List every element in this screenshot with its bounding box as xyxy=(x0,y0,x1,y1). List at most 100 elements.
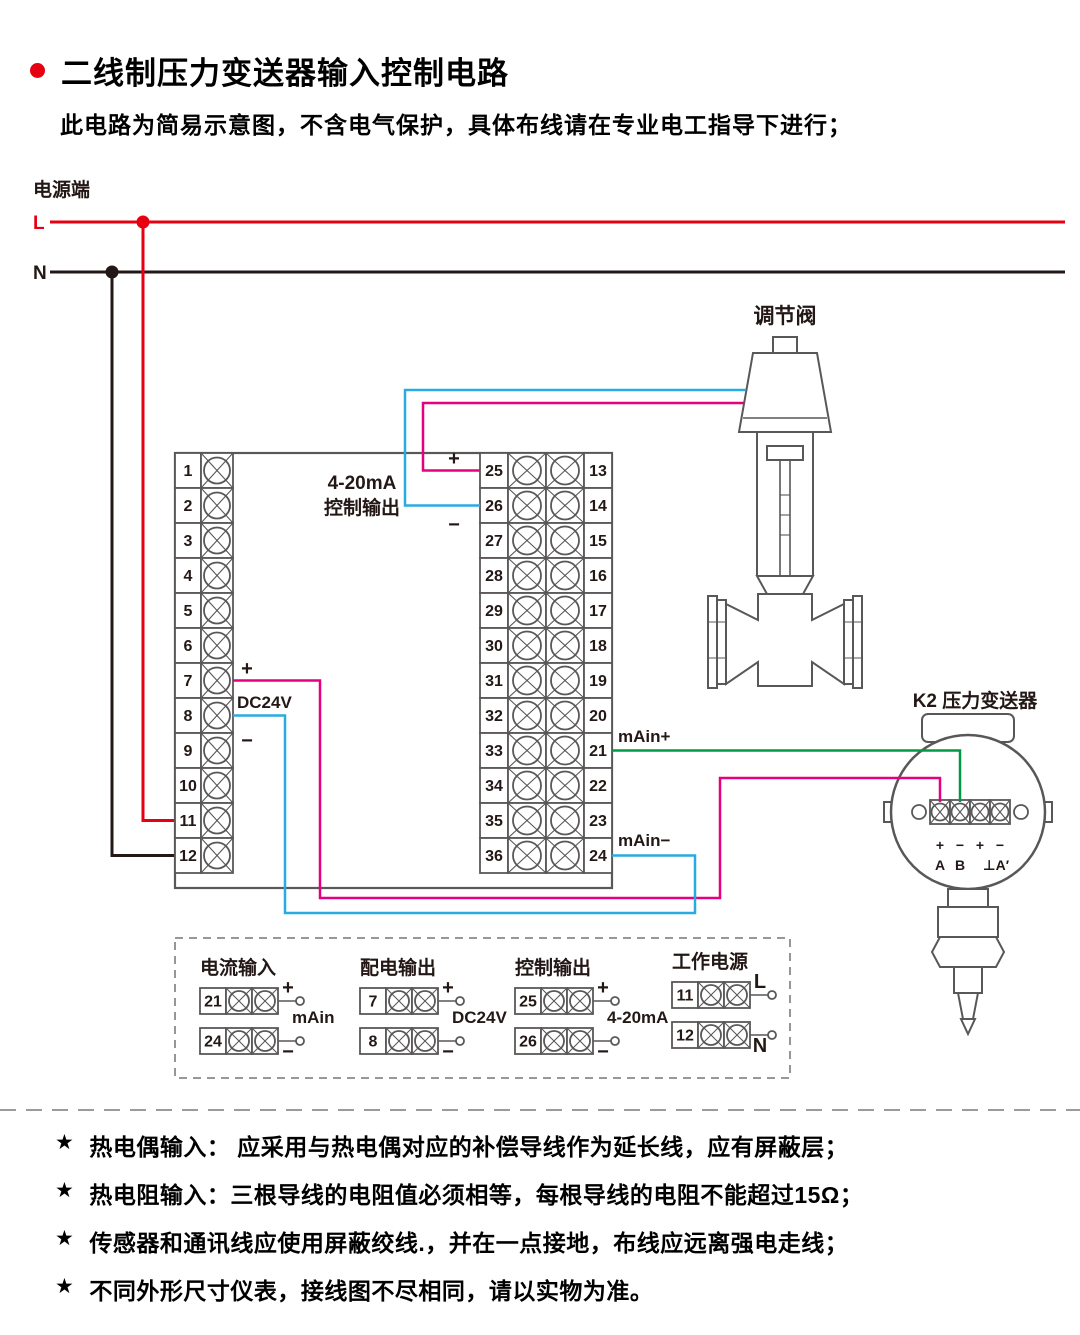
transmitter-neck xyxy=(947,888,989,908)
terminal-number: 20 xyxy=(589,708,607,725)
terminal-number: 24 xyxy=(589,848,607,865)
terminal-number-cell: 34 xyxy=(479,767,509,804)
terminal-number-cell: 5 xyxy=(174,592,202,629)
screw-terminal-icon xyxy=(507,627,547,664)
screw-terminal-icon xyxy=(540,1027,568,1055)
screw-terminal-icon xyxy=(385,987,413,1015)
terminal-number-cell: 1 xyxy=(174,452,202,489)
terminal-number: 9 xyxy=(184,743,193,760)
terminal-number: 10 xyxy=(179,778,197,795)
instrument: 4-20mA 控制输出 + − + DC24V − mAin+ mAin− 12… xyxy=(173,448,671,890)
main-minus-label: mAin− xyxy=(618,831,671,850)
wire-end-dot xyxy=(767,1030,777,1040)
wire-end-dot xyxy=(455,1036,465,1046)
terminal-number: 11 xyxy=(677,988,694,1005)
terminal-number: 28 xyxy=(485,568,503,585)
wire-main-minus-to-dc24v-minus xyxy=(233,714,697,915)
screw-terminal-icon xyxy=(200,802,234,839)
screw-terminal-icon xyxy=(545,837,585,874)
screw-terminal-icon xyxy=(697,981,725,1009)
terminal-number-cell: 27 xyxy=(479,522,509,559)
terminal-number: 14 xyxy=(589,498,607,515)
terminal-number-cell: 24 xyxy=(583,837,613,874)
transmitter-port xyxy=(956,992,980,1020)
terminal-number-cell: 6 xyxy=(174,627,202,664)
page-title: 二线制压力变送器输入控制电路 xyxy=(61,56,509,91)
wire-end-dot xyxy=(610,996,620,1006)
screw-terminal-icon xyxy=(540,987,568,1015)
dc24v-label: DC24V xyxy=(237,693,292,712)
screw-terminal-icon xyxy=(200,557,234,594)
terminal-number: 29 xyxy=(485,603,503,620)
terminal-number-cell: 16 xyxy=(583,557,613,594)
legend-group-title: 控制输出 xyxy=(515,956,591,979)
screw-terminal-icon xyxy=(507,522,547,559)
note-item: ★传感器和通讯线应使用屏蔽绞线.，并在一点接地，布线应远离强电走线； xyxy=(55,1224,1045,1272)
terminal-number: 8 xyxy=(184,708,193,725)
screw-terminal-icon xyxy=(385,1027,413,1055)
tx-channel-label: ⊥A′ xyxy=(983,857,1010,873)
screw-terminal-icon xyxy=(545,802,585,839)
title-row: 二线制压力变送器输入控制电路 xyxy=(30,48,509,93)
terminal-number-cell: 22 xyxy=(583,767,613,804)
screw-terminal-icon xyxy=(723,1021,751,1049)
terminal-number: 11 xyxy=(180,813,197,830)
screw-terminal-icon xyxy=(200,522,234,559)
terminal-number: 23 xyxy=(589,813,607,830)
screw-terminal-icon xyxy=(200,487,234,524)
output-label-line2: 控制输出 xyxy=(324,496,400,519)
legend-sign: L xyxy=(754,971,766,993)
legend-center-label: 4-20mA xyxy=(607,1008,668,1027)
terminal-number-cell: 11 xyxy=(671,981,699,1009)
ctrl-minus-sign: − xyxy=(448,514,460,536)
terminal-number: 27 xyxy=(485,533,503,550)
screw-terminal-icon xyxy=(225,1027,253,1055)
screw-terminal-icon xyxy=(507,592,547,629)
terminal-number-cell: 12 xyxy=(671,1021,699,1049)
terminal-number: 7 xyxy=(369,994,378,1011)
terminal-number: 5 xyxy=(184,603,193,620)
screw-terminal-icon xyxy=(200,767,234,804)
terminal-number: 16 xyxy=(589,568,607,585)
terminal-number-cell: 12 xyxy=(174,837,202,874)
legend-center-label: mAin xyxy=(292,1008,335,1027)
terminal-number: 31 xyxy=(485,673,503,690)
terminal-number: 7 xyxy=(184,673,193,690)
dc24v-minus-sign: − xyxy=(241,730,253,752)
legend-sign: + xyxy=(282,977,294,999)
terminal-number-cell: 21 xyxy=(199,987,227,1015)
star-icon: ★ xyxy=(55,1131,75,1154)
wire-ctrl-plus-to-valve xyxy=(421,401,744,472)
screw-terminal-icon xyxy=(507,452,547,489)
wire-end-dot xyxy=(767,990,777,1000)
legend-sign: − xyxy=(282,1041,294,1063)
screw-terminal-icon xyxy=(507,662,547,699)
screw-terminal-icon xyxy=(200,592,234,629)
terminal-number: 24 xyxy=(204,1034,222,1051)
terminal-number-cell: 11 xyxy=(174,802,202,839)
terminal-number: 30 xyxy=(485,638,503,655)
terminal-number-cell: 26 xyxy=(479,487,509,524)
terminal-number: 2 xyxy=(184,498,193,515)
legend-sign: − xyxy=(597,1041,609,1063)
screw-terminal-icon xyxy=(200,697,234,734)
power-label: 电源端 xyxy=(33,178,90,201)
terminal-number: 12 xyxy=(179,848,197,865)
terminal-number: 22 xyxy=(589,778,607,795)
screw-terminal-icon xyxy=(225,987,253,1015)
terminal-number-cell: 8 xyxy=(174,697,202,734)
terminal-number-cell: 32 xyxy=(479,697,509,734)
terminal-number: 35 xyxy=(485,813,503,830)
terminal-number: 13 xyxy=(589,463,607,480)
valve-label: 调节阀 xyxy=(754,304,817,328)
screw-terminal-icon xyxy=(507,767,547,804)
terminal-number: 33 xyxy=(485,743,503,760)
note-text: 不同外形尺寸仪表，接线图不尽相同，请以实物为准。 xyxy=(89,1278,654,1304)
transmitter-mount-hole xyxy=(1013,804,1029,820)
screw-terminal-icon xyxy=(545,452,585,489)
main-plus-label: mAin+ xyxy=(618,727,671,746)
terminal-number-cell: 19 xyxy=(583,662,613,699)
star-icon: ★ xyxy=(55,1179,75,1202)
